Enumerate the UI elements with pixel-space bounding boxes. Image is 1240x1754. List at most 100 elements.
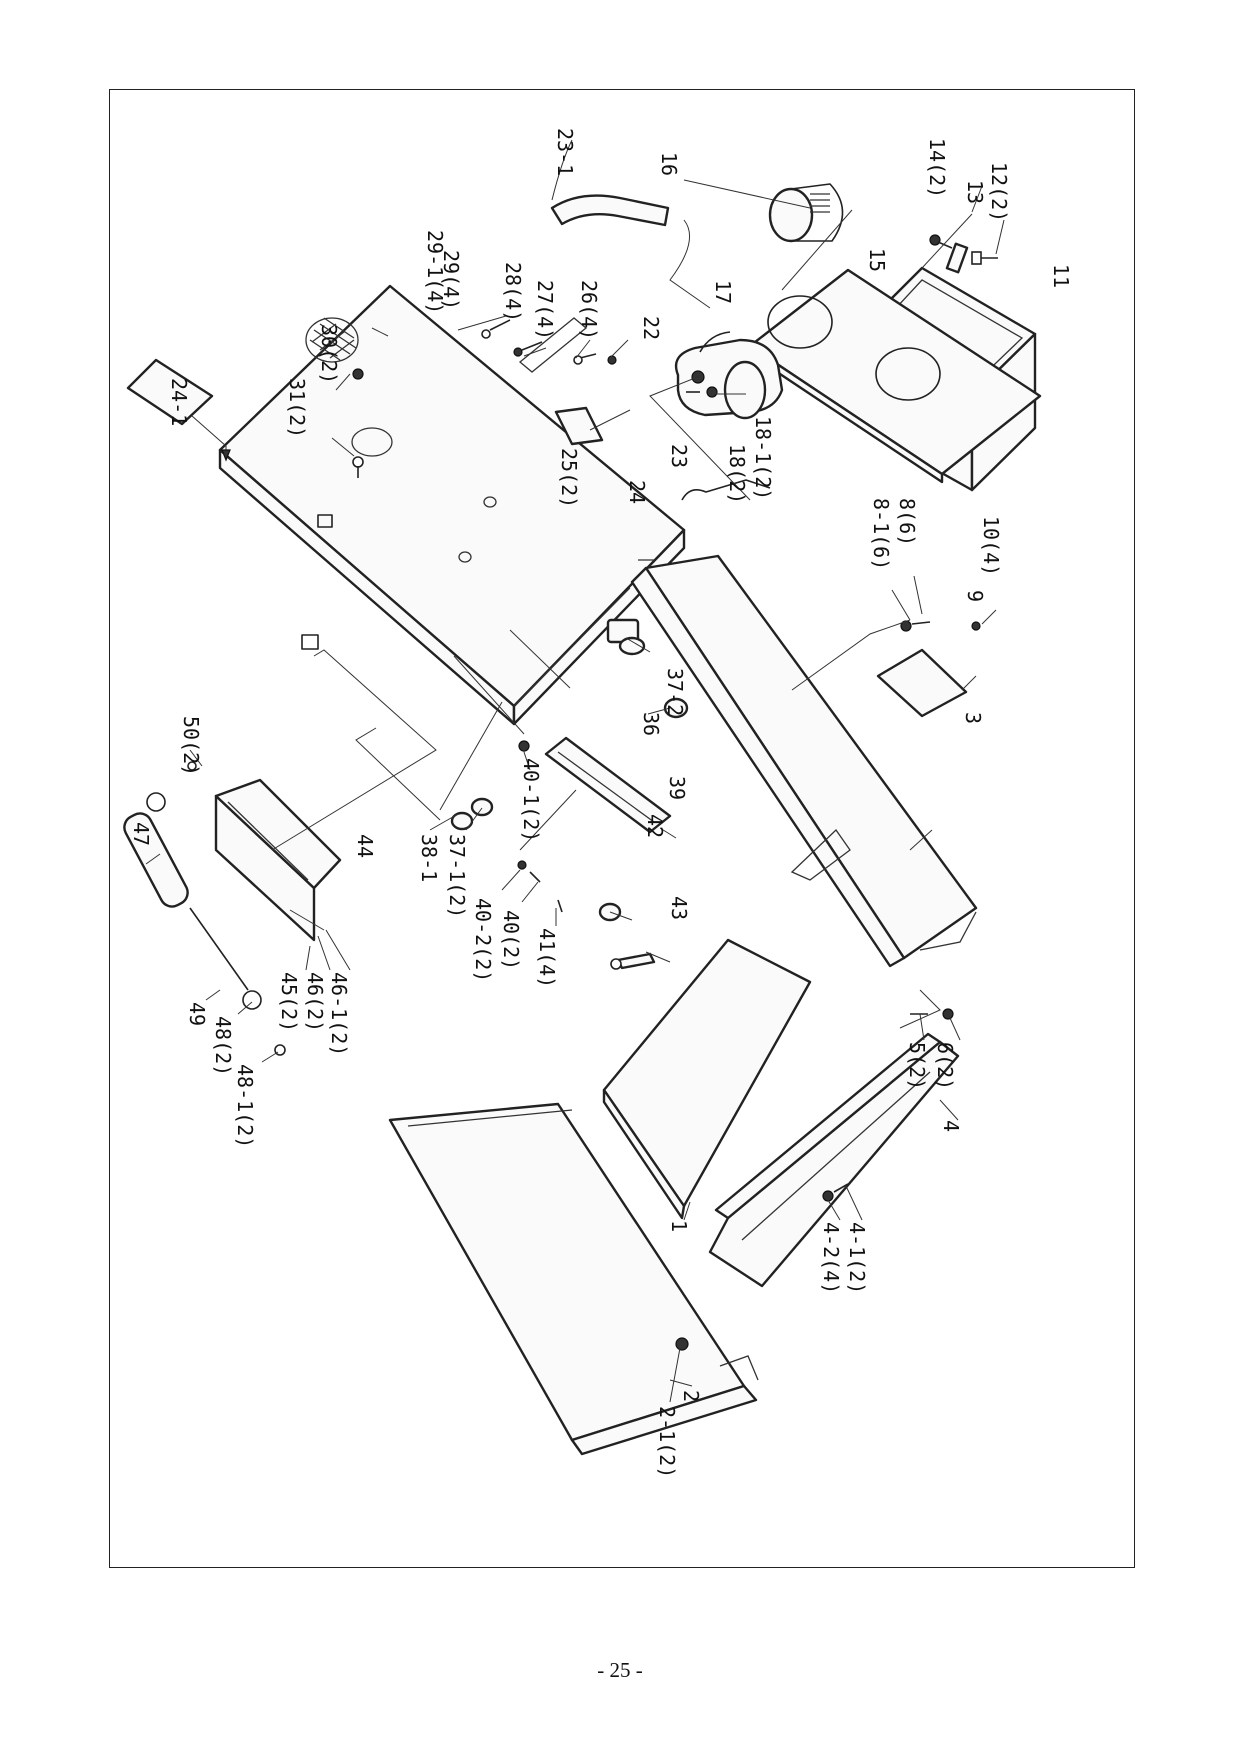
label-31-2: 31(2) bbox=[285, 378, 309, 438]
label-14-2: 14(2) bbox=[925, 138, 949, 198]
label-38-1: 38-1 bbox=[417, 834, 441, 882]
part-48-bearing-top bbox=[146, 792, 166, 812]
part-44-bracket bbox=[214, 778, 342, 942]
leader-lines bbox=[145, 139, 1005, 1403]
label-2: 2 bbox=[679, 1390, 703, 1402]
label-44: 44 bbox=[353, 834, 377, 858]
part-37-1-plug bbox=[470, 797, 494, 817]
label-5-2: 5(2) bbox=[905, 1042, 929, 1090]
label-46-1-2: 46-1(2) bbox=[327, 972, 351, 1056]
part-9-cover-plate bbox=[876, 648, 968, 718]
label-24: 24 bbox=[625, 480, 649, 504]
label-23: 23 bbox=[667, 444, 691, 468]
label-48-1-2: 48-1(2) bbox=[233, 1064, 257, 1148]
label-11: 11 bbox=[1049, 264, 1073, 288]
part-2-side-panel bbox=[388, 1102, 759, 1456]
label-25-2: 25(2) bbox=[557, 448, 581, 508]
part-41-pin bbox=[557, 899, 563, 913]
label-10-4: 10(4) bbox=[979, 516, 1003, 576]
label-6-2: 6(2) bbox=[933, 1042, 957, 1090]
part-49-shaft bbox=[189, 907, 249, 991]
label-3: 3 bbox=[961, 712, 985, 724]
part-14-screw bbox=[929, 234, 953, 249]
label-30-2: 30(2) bbox=[317, 324, 341, 384]
part-40-2-nut bbox=[517, 860, 527, 870]
label-26-4: 26(4) bbox=[577, 280, 601, 340]
exploded-parts-diagram: 23-1 16 14(2) 13 12(2) 29-1(4) 29(4) 28(… bbox=[123, 128, 1073, 1478]
label-43: 43 bbox=[667, 896, 691, 920]
label-8-1-6: 8-1(6) bbox=[869, 498, 893, 570]
label-16: 16 bbox=[657, 152, 681, 176]
part-12-screw bbox=[971, 251, 998, 265]
page-number: - 25 - bbox=[597, 1658, 643, 1682]
label-41-4: 41(4) bbox=[535, 928, 559, 988]
part-23-1-hose bbox=[550, 194, 670, 227]
part-28-bolt bbox=[513, 341, 543, 357]
label-4-1-2: 4-1(2) bbox=[845, 1222, 869, 1294]
label-23-1: 23-1 bbox=[553, 128, 577, 176]
part-4-2-washer bbox=[822, 1190, 834, 1202]
label-48-2: 48(2) bbox=[211, 1016, 235, 1076]
label-37-2: 37-2 bbox=[663, 668, 687, 716]
label-47: 47 bbox=[129, 822, 153, 846]
label-40-1-2: 40-1(2) bbox=[519, 758, 543, 842]
label-18-1-2: 18-1(2) bbox=[751, 416, 775, 500]
part-13-switch bbox=[945, 242, 969, 274]
part-25-bracket bbox=[554, 406, 604, 446]
label-22: 22 bbox=[639, 316, 663, 340]
part-50-screw bbox=[187, 761, 197, 771]
part-26-washer bbox=[607, 355, 617, 365]
part-15-motor-plate bbox=[748, 268, 1042, 484]
part-1-shelf bbox=[602, 938, 812, 1220]
label-42: 42 bbox=[643, 814, 667, 838]
label-8-6: 8(6) bbox=[895, 498, 919, 546]
part-23-cord bbox=[681, 479, 771, 501]
part-40-bolt bbox=[529, 871, 541, 883]
part-24-table-top bbox=[218, 284, 686, 726]
label-46-2: 46(2) bbox=[303, 972, 327, 1032]
part-47-roller bbox=[123, 812, 189, 908]
part-24-1-panel bbox=[126, 358, 231, 462]
part-10-screw bbox=[971, 621, 981, 631]
part-4-1-bolt bbox=[833, 1183, 849, 1193]
part-31-nut bbox=[352, 368, 364, 380]
label-45-2: 45(2) bbox=[277, 972, 301, 1032]
part-43-handle bbox=[610, 952, 656, 970]
label-49: 49 bbox=[185, 1002, 209, 1026]
part-3-side-panel bbox=[630, 554, 978, 968]
label-1: 1 bbox=[667, 1220, 691, 1232]
label-9: 9 bbox=[963, 590, 987, 602]
label-36: 36 bbox=[639, 712, 663, 736]
part-4-frame bbox=[708, 1032, 960, 1288]
part-labels: 23-1 16 14(2) 13 12(2) 29-1(4) 29(4) 28(… bbox=[129, 128, 1073, 1478]
part-37-2-plug bbox=[663, 697, 689, 719]
part-40-1-nut bbox=[518, 740, 530, 752]
label-17: 17 bbox=[711, 280, 735, 304]
label-27-4: 27(4) bbox=[533, 280, 557, 340]
label-39: 39 bbox=[665, 776, 689, 800]
label-2-1-2: 2-1(2) bbox=[655, 1406, 679, 1478]
label-40-2-2: 40-2(2) bbox=[471, 898, 495, 982]
label-12-2: 12(2) bbox=[987, 162, 1011, 222]
label-40-2: 40(2) bbox=[499, 910, 523, 970]
label-37-1-2: 37-1(2) bbox=[445, 834, 469, 918]
part-29-bolt bbox=[481, 319, 511, 339]
part-16-filter-cup bbox=[768, 183, 844, 243]
label-15: 15 bbox=[865, 248, 889, 272]
part-17-motor bbox=[674, 331, 784, 420]
part-48-bearing bbox=[242, 990, 262, 1010]
part-18-screw bbox=[686, 386, 718, 398]
diagram-frame: 23-1 16 14(2) 13 12(2) 29-1(4) 29(4) 28(… bbox=[109, 89, 1135, 1568]
label-28-4: 28(4) bbox=[501, 262, 525, 322]
part-36-knob bbox=[606, 618, 646, 656]
part-8-bolt bbox=[911, 621, 931, 625]
part-39-slide bbox=[544, 736, 672, 834]
part-6-nut bbox=[942, 1008, 954, 1020]
part-2-1-nut bbox=[675, 1337, 689, 1351]
label-29-1-4: 29-1(4) bbox=[423, 230, 447, 314]
label-13: 13 bbox=[963, 180, 987, 204]
label-18-2: 18(2) bbox=[725, 444, 749, 504]
part-30-bolt bbox=[352, 456, 364, 478]
label-4: 4 bbox=[939, 1120, 963, 1132]
part-27-bolt bbox=[573, 353, 597, 365]
